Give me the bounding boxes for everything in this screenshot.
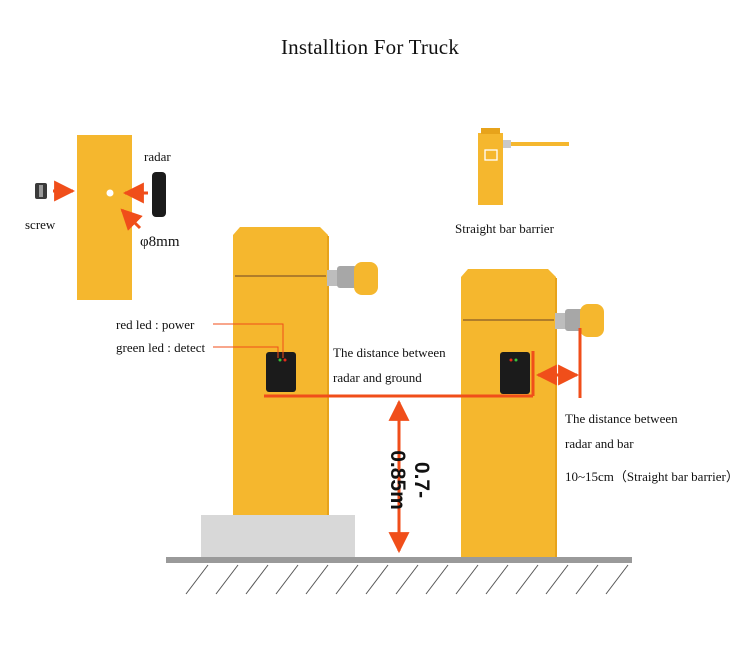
right-radar-sensor [500, 352, 530, 394]
hole-arrow [120, 208, 143, 231]
right-barrier-post [461, 269, 557, 557]
detail-post [77, 135, 132, 300]
mounting-hole [106, 189, 114, 197]
radar-ground-label-line2: radar and ground [333, 370, 422, 385]
ground [166, 557, 632, 595]
red-led [283, 358, 287, 362]
radar-bar-label-line2: radar and bar [565, 436, 634, 451]
radar-label: radar [144, 149, 171, 164]
radar-sensor-icon [152, 172, 166, 217]
hole-size-label: φ8mm [140, 234, 180, 250]
diagram-title: Installtion For Truck [280, 35, 460, 59]
right-arm-hinge [555, 304, 604, 337]
height-label: 0.7-0.85m [386, 450, 433, 510]
radar-bar-value-label: 10~15cm（Straight bar barrier） [565, 469, 739, 484]
radar-bar-label-line1: The distance between [565, 411, 678, 426]
straight-bar-barrier-label: Straight bar barrier [455, 221, 554, 236]
red-led-label: red led : power [116, 317, 195, 332]
green-led-label: green led : detect [116, 340, 206, 355]
red-led-leader [213, 323, 284, 358]
green-led [278, 358, 282, 362]
left-arm-hinge [327, 262, 378, 295]
radar-ground-label-line1: The distance between [333, 345, 446, 360]
screw-label: screw [25, 217, 56, 232]
green-led-leader [213, 346, 279, 358]
concrete-base [201, 515, 355, 557]
straight-bar-barrier-icon [478, 128, 569, 205]
left-radar-sensor [266, 352, 296, 392]
screw-icon [35, 183, 47, 199]
